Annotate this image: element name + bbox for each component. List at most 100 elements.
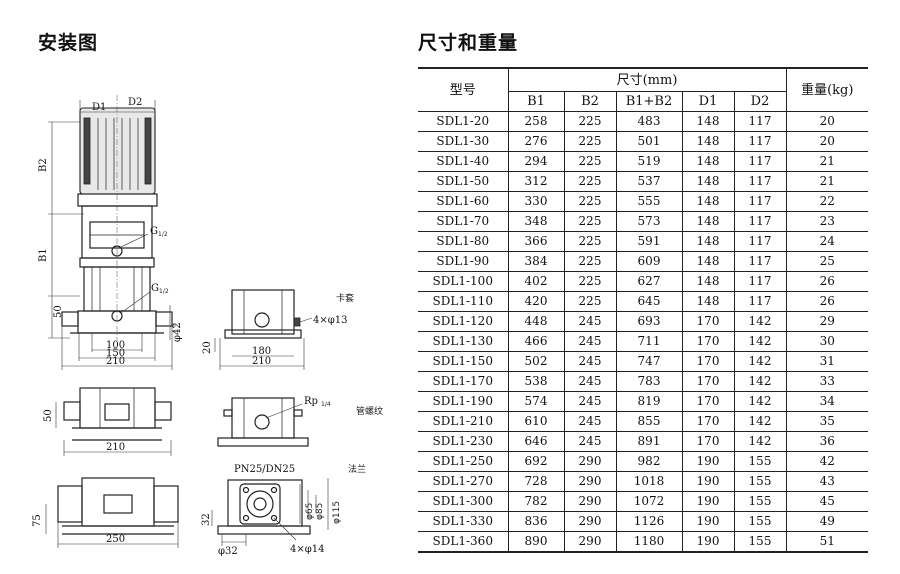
- cell-d1: 170: [681, 371, 735, 392]
- header-model: 型号: [418, 67, 509, 112]
- inlet-flange: [57, 485, 83, 523]
- cell-b1: 692: [507, 451, 565, 472]
- label-g-lower: G: [151, 283, 159, 294]
- cell-b1-plus-b2: 1072: [615, 491, 683, 512]
- installation-drawing-heading: 安装图: [38, 32, 99, 54]
- foot-b: [217, 437, 309, 447]
- dim-phi32: φ32: [218, 546, 238, 557]
- dim-phi65: φ65: [305, 503, 315, 520]
- cell-weight: 22: [785, 191, 869, 212]
- cell-weight: 42: [785, 451, 869, 472]
- cell-d1: 148: [681, 191, 735, 212]
- connection-view-thread: Rp 1/4 管螺纹: [217, 396, 383, 447]
- cell-b1: 448: [507, 311, 565, 332]
- header-d2: D2: [733, 91, 787, 112]
- cell-b1-plus-b2: 609: [615, 251, 683, 272]
- installation-drawings: D1 D2 B2 B1 50 G 1/2 G 1/2 φ42 100 150 2…: [32, 95, 383, 557]
- base-side-view-flange: 75 250: [32, 477, 179, 548]
- dim-50-b: 50: [43, 409, 54, 422]
- dim-210-b: 210: [252, 356, 271, 367]
- cell-d2: 155: [733, 531, 787, 553]
- cell-weight: 23: [785, 211, 869, 232]
- cell-weight: 31: [785, 351, 869, 372]
- cell-model: SDL1-270: [418, 471, 509, 492]
- cell-d2: 142: [733, 331, 787, 352]
- cell-b1: 294: [507, 151, 565, 172]
- cell-b1: 836: [507, 511, 565, 532]
- cell-weight: 30: [785, 331, 869, 352]
- cell-d2: 117: [733, 111, 787, 132]
- cell-model: SDL1-330: [418, 511, 509, 532]
- cell-d2: 117: [733, 231, 787, 252]
- outlet-port: [155, 311, 173, 327]
- flange-bore: [253, 497, 267, 511]
- cell-b2: 225: [563, 191, 617, 212]
- label-pn25-dn25: PN25/DN25: [234, 464, 295, 475]
- cell-b2: 245: [563, 351, 617, 372]
- cell-b1: 402: [507, 271, 565, 292]
- cell-d1: 170: [681, 391, 735, 412]
- dim-75: 75: [32, 514, 43, 527]
- cell-d2: 117: [733, 171, 787, 192]
- cell-b1: 258: [507, 111, 565, 132]
- cell-d2: 155: [733, 511, 787, 532]
- cell-b2: 290: [563, 491, 617, 512]
- cell-model: SDL1-30: [418, 131, 509, 152]
- cell-b1: 466: [507, 331, 565, 352]
- dim-20: 20: [202, 341, 213, 354]
- foot-c: [217, 525, 311, 535]
- label-g-upper-size: 1/2: [158, 231, 168, 238]
- cell-d2: 117: [733, 131, 787, 152]
- cell-model: SDL1-170: [418, 371, 509, 392]
- cell-d2: 142: [733, 411, 787, 432]
- cell-weight: 26: [785, 271, 869, 292]
- cell-d1: 190: [681, 471, 735, 492]
- label-holes-4x13: 4×φ13: [313, 315, 347, 326]
- cell-b1-plus-b2: 501: [615, 131, 683, 152]
- cell-b1-plus-b2: 1126: [615, 511, 683, 532]
- cell-model: SDL1-300: [418, 491, 509, 512]
- label-rp-size: 1/4: [321, 401, 331, 408]
- connection-view-flange: PN25/DN25 法兰 φ65 φ85 φ115 32 φ32 4×φ14: [201, 463, 366, 557]
- motor-fin-left: [83, 117, 91, 185]
- cell-d1: 148: [681, 271, 735, 292]
- cell-b1-plus-b2: 819: [615, 391, 683, 412]
- cell-model: SDL1-100: [418, 271, 509, 292]
- cell-d1: 190: [681, 531, 735, 553]
- cell-b1: 330: [507, 191, 565, 212]
- cell-d1: 148: [681, 171, 735, 192]
- cell-b1: 538: [507, 371, 565, 392]
- cell-model: SDL1-70: [418, 211, 509, 232]
- header-b1: B1: [508, 91, 565, 112]
- nub-left: [223, 409, 233, 417]
- dim-phi42: φ42: [172, 322, 183, 342]
- label-rp: Rp: [304, 396, 318, 407]
- cell-b1-plus-b2: 982: [615, 451, 683, 472]
- cell-b1: 646: [507, 431, 565, 452]
- cell-model: SDL1-210: [418, 411, 509, 432]
- header-b1-plus-b2: B1+B2: [615, 91, 683, 112]
- cell-b1-plus-b2: 645: [615, 291, 683, 312]
- cell-model: SDL1-360: [418, 531, 509, 553]
- cell-d2: 142: [733, 431, 787, 452]
- cell-weight: 21: [785, 171, 869, 192]
- cell-b1-plus-b2: 573: [615, 211, 683, 232]
- cell-b2: 225: [563, 231, 617, 252]
- cell-d1: 190: [681, 511, 735, 532]
- cell-b1: 366: [507, 231, 565, 252]
- cell-b1: 782: [507, 491, 565, 512]
- connection-view-ferrule: 4×φ13 卡套 20 180 210: [202, 289, 354, 370]
- header-d1: D1: [681, 91, 735, 112]
- housing-a: [231, 289, 295, 335]
- cell-model: SDL1-90: [418, 251, 509, 272]
- dimensions-weight-heading: 尺寸和重量: [418, 32, 519, 54]
- cell-d1: 190: [681, 451, 735, 472]
- header-weight: 重量(kg): [785, 67, 869, 112]
